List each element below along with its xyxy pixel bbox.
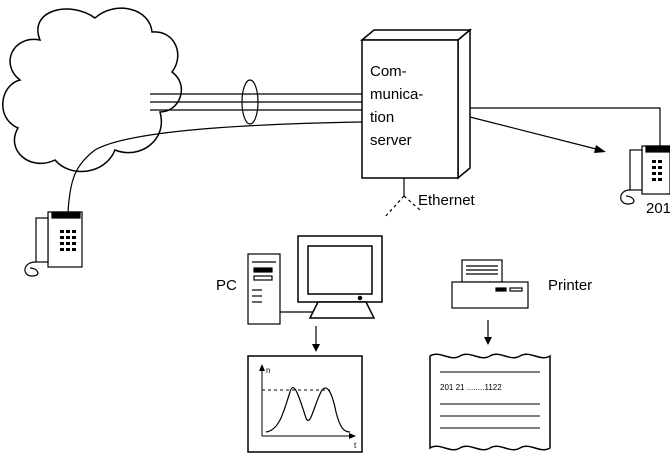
server-label-line-3: tion bbox=[370, 109, 394, 126]
trunk-bundle-marker bbox=[241, 79, 259, 125]
telephone-left bbox=[24, 211, 83, 277]
line-to-right-phone bbox=[458, 107, 661, 150]
printout-text-line: 201 21 ........1122 bbox=[440, 383, 502, 392]
printer-device bbox=[451, 259, 529, 309]
printout-page: 201 21 ........1122 bbox=[429, 353, 551, 451]
pc-monitor bbox=[297, 235, 383, 319]
server-label-line-2: munica- bbox=[370, 86, 423, 103]
printer-to-printout-arrowhead bbox=[484, 337, 492, 345]
server-label-line-1: Com- bbox=[370, 63, 407, 80]
server-label-line-4: server bbox=[370, 132, 412, 149]
phone-number-label: 201 bbox=[646, 200, 670, 217]
telephone-right bbox=[620, 145, 670, 205]
arrow-head-right bbox=[594, 145, 606, 153]
pc-to-graph-arrowhead bbox=[312, 344, 320, 352]
graph-y-label: n bbox=[266, 366, 270, 375]
pc-label: PC bbox=[216, 277, 237, 294]
subscriber-line-right bbox=[457, 113, 601, 151]
subscriber-line-left bbox=[67, 121, 363, 213]
ethernet-dashed-lines bbox=[383, 195, 421, 219]
network-cloud bbox=[2, 7, 183, 173]
communication-server: Com- munica- tion server bbox=[359, 28, 473, 180]
statistics-graph: n t bbox=[247, 355, 363, 453]
pc-tower bbox=[247, 253, 281, 325]
graph-x-label: t bbox=[354, 441, 357, 450]
printer-label: Printer bbox=[548, 277, 592, 294]
trunk-lines bbox=[150, 93, 362, 111]
ethernet-label: Ethernet bbox=[418, 192, 476, 209]
